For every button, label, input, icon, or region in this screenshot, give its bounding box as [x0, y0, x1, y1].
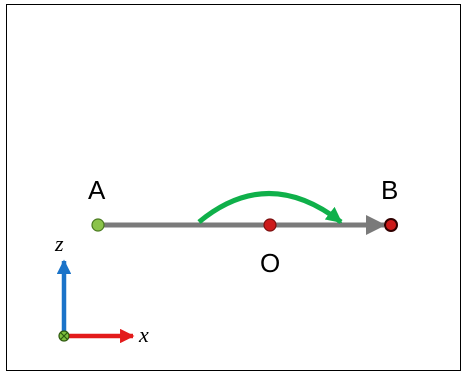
point-o: [263, 218, 277, 232]
origin-into-page-icon: [58, 330, 70, 342]
rotation-arc: [197, 191, 343, 224]
label-b: B: [381, 175, 398, 205]
label-a: A: [88, 175, 106, 205]
label-o: O: [260, 248, 280, 278]
diagram-frame: [6, 4, 461, 371]
x-axis-label: x: [138, 322, 149, 347]
z-axis-label: z: [54, 231, 64, 256]
point-a: [91, 218, 105, 232]
point-b: [384, 218, 398, 232]
